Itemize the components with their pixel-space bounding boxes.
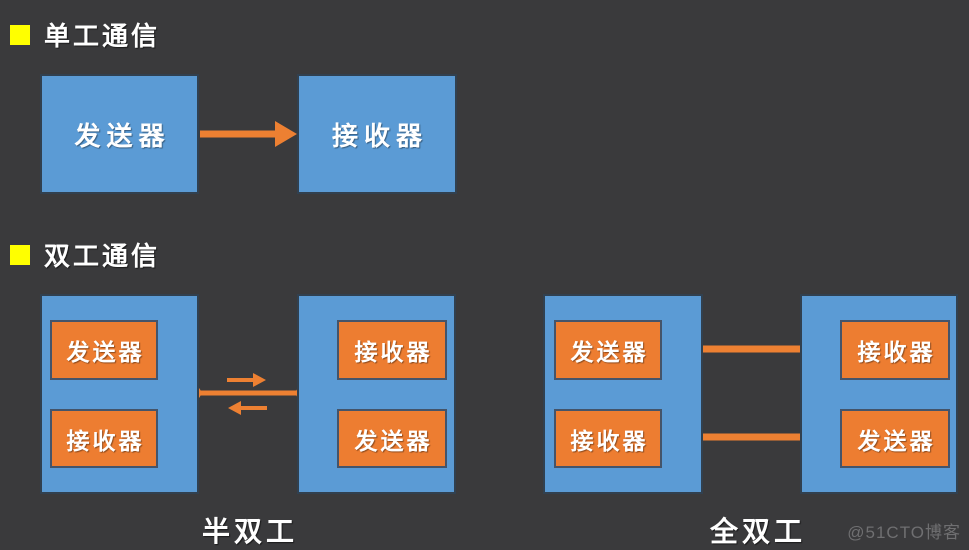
watermark: @51CTO博客: [847, 523, 961, 542]
half-duplex-left-transmitter-label: 发送器: [66, 339, 145, 365]
section-title-duplex: 双工通信: [44, 241, 161, 271]
full-duplex-right-receiver-label: 接收器: [857, 339, 936, 365]
half-duplex-right-transmitter-label: 发送器: [354, 427, 433, 454]
section-title-simplex: 单工通信: [44, 21, 161, 51]
half-duplex-left-receiver-box: 接收器: [50, 409, 158, 468]
simplex-receiver-label: 接收器: [331, 120, 428, 151]
section-header-simplex: 单工通信: [10, 16, 160, 53]
simplex-transmitter-box: 发送器: [40, 74, 199, 194]
bullet-square-icon: [10, 244, 30, 265]
half-duplex-direction-arrows: [227, 373, 267, 415]
full-duplex-left-transmitter-label: 发送器: [570, 339, 649, 365]
simplex-arrow: [200, 121, 297, 147]
simplex-transmitter-label: 发送器: [74, 120, 171, 151]
simplex-receiver-box: 接收器: [297, 74, 457, 194]
full-duplex-right-receiver-box: 接收器: [840, 320, 950, 380]
half-duplex-caption: 半双工: [201, 516, 298, 547]
full-duplex-left-transmitter-box: 发送器: [554, 320, 662, 380]
half-duplex-right-receiver-box: 接收器: [337, 320, 447, 380]
half-duplex-left-receiver-label: 接收器: [66, 427, 145, 454]
full-duplex-left-receiver-label: 接收器: [570, 427, 649, 454]
half-duplex-right-receiver-label: 接收器: [354, 339, 433, 365]
half-duplex-right-transmitter-box: 发送器: [337, 409, 447, 468]
full-duplex-left-receiver-box: 接收器: [554, 409, 662, 468]
full-duplex-caption: 全双工: [709, 516, 806, 547]
full-duplex-right-transmitter-box: 发送器: [840, 409, 950, 468]
full-duplex-right-transmitter-label: 发送器: [857, 427, 936, 454]
half-duplex-left-transmitter-box: 发送器: [50, 320, 158, 380]
section-header-duplex: 双工通信: [10, 236, 160, 273]
bullet-square-icon: [10, 24, 30, 45]
